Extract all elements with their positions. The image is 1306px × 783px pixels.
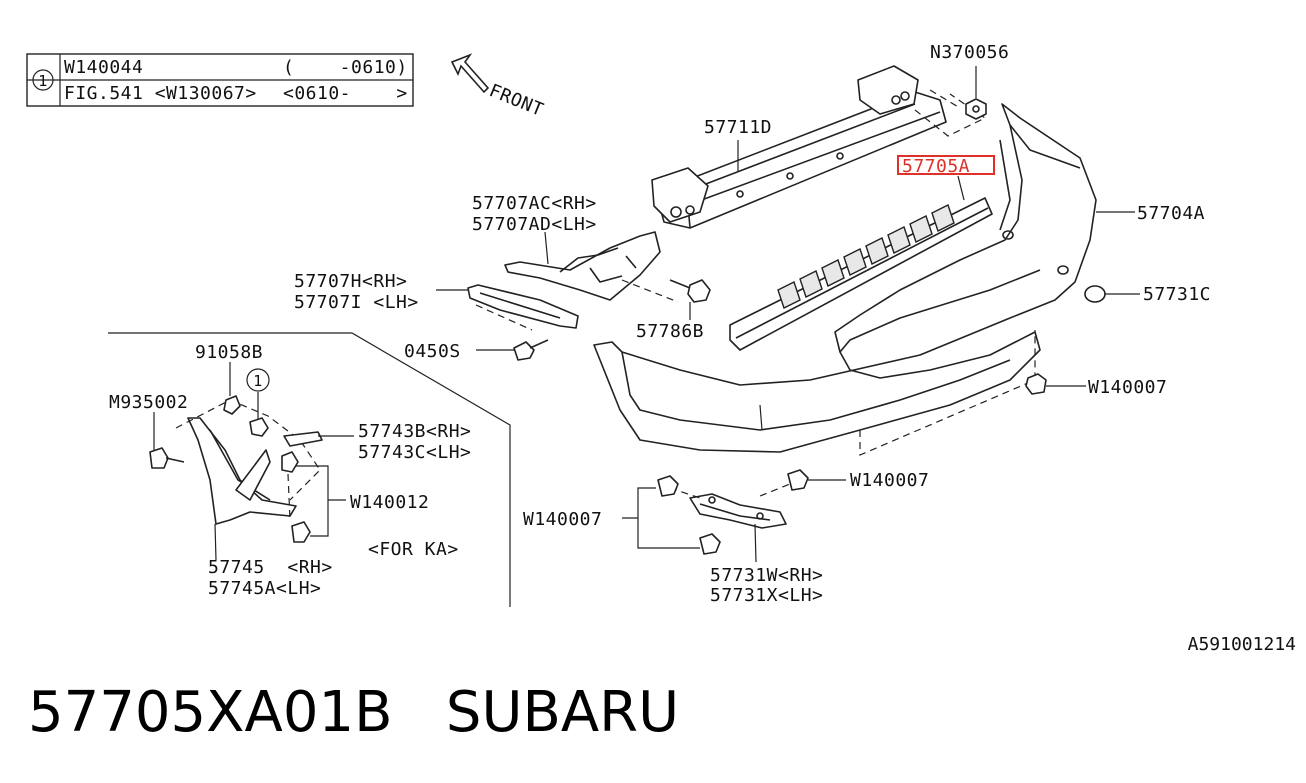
nut-icon — [965, 66, 987, 120]
front-label: FRONT — [486, 80, 546, 121]
label-0450s: 0450S — [404, 341, 461, 362]
label-57731c: 57731C — [1143, 284, 1211, 305]
footer-title: 57705XA01B SUBARU — [28, 680, 679, 745]
table-row1-range: ( -0610) — [283, 57, 408, 78]
label-57731x: 57731X<LH> — [710, 585, 823, 606]
section-boundary — [108, 332, 511, 607]
lower-center-bracket — [669, 483, 791, 563]
label-w140007-lower: W140007 — [850, 470, 929, 491]
front-arrow-icon: FRONT — [450, 53, 547, 121]
bolt-icon — [149, 412, 185, 469]
table-marker: 1 — [38, 72, 48, 90]
screw-icon — [476, 339, 549, 361]
label-m935002: M935002 — [109, 392, 188, 413]
footer-brand: SUBARU — [445, 680, 680, 745]
callout-1: 1 — [253, 372, 263, 390]
highlight-box — [897, 155, 995, 175]
label-57707h: 57707H<RH> — [294, 271, 407, 292]
bumper-cover — [593, 103, 1135, 456]
absorber-ribs — [777, 204, 955, 309]
mudguard — [175, 399, 321, 561]
label-57745a: 57745A<LH> — [208, 578, 321, 599]
lower-clips-icon — [622, 469, 846, 555]
label-w140007-left: W140007 — [523, 509, 602, 530]
table-row2-range: <0610- > — [283, 83, 408, 104]
label-57707ac: 57707AC<RH> — [472, 193, 597, 214]
label-57705a: 57705A — [902, 156, 970, 177]
reference-table: 1 W140044 ( -0610) FIG.541 <W130067> <06… — [26, 53, 414, 107]
label-57743b: 57743B<RH> — [358, 421, 471, 442]
label-57786b: 57786B — [636, 321, 704, 342]
label-57745: 57745 <RH> — [208, 557, 333, 578]
label-w140007-right: W140007 — [1088, 377, 1167, 398]
label-for-ka: <FOR KA> — [368, 539, 459, 560]
label-57711d: 57711D — [704, 117, 772, 138]
lower-side-bracket — [436, 284, 579, 331]
callout-screw-icon: 1 — [246, 368, 270, 437]
footer-part-number: 57705XA01B — [28, 680, 393, 745]
reinforcement-bar — [651, 65, 987, 229]
energy-absorber — [729, 175, 993, 351]
label-n370056: N370056 — [930, 42, 1009, 63]
clip-91058b-icon — [223, 362, 241, 415]
table-marker-circle — [32, 69, 54, 91]
label-57704a: 57704A — [1137, 203, 1205, 224]
label-w140012: W140012 — [350, 492, 429, 513]
clip-icon — [669, 279, 711, 320]
table-row1-code: W140044 — [64, 57, 143, 78]
label-57743c: 57743C<LH> — [358, 442, 471, 463]
right-clip-icon — [1025, 373, 1086, 395]
plug-icon — [1084, 285, 1140, 303]
label-57707ad: 57707AD<LH> — [472, 214, 597, 235]
table-row2-code: FIG.541 <W130067> — [64, 83, 257, 104]
label-57731w: 57731W<RH> — [710, 565, 823, 586]
label-91058b: 91058B — [195, 342, 263, 363]
mudguard-bracket — [281, 431, 354, 543]
label-57707i: 57707I <LH> — [294, 292, 419, 313]
diagram-id: A591001214 — [1187, 634, 1296, 655]
part-labels: N370056 57711D 57705A 57704A 57707AC<RH>… — [109, 42, 1211, 606]
upper-side-bracket — [504, 231, 679, 303]
